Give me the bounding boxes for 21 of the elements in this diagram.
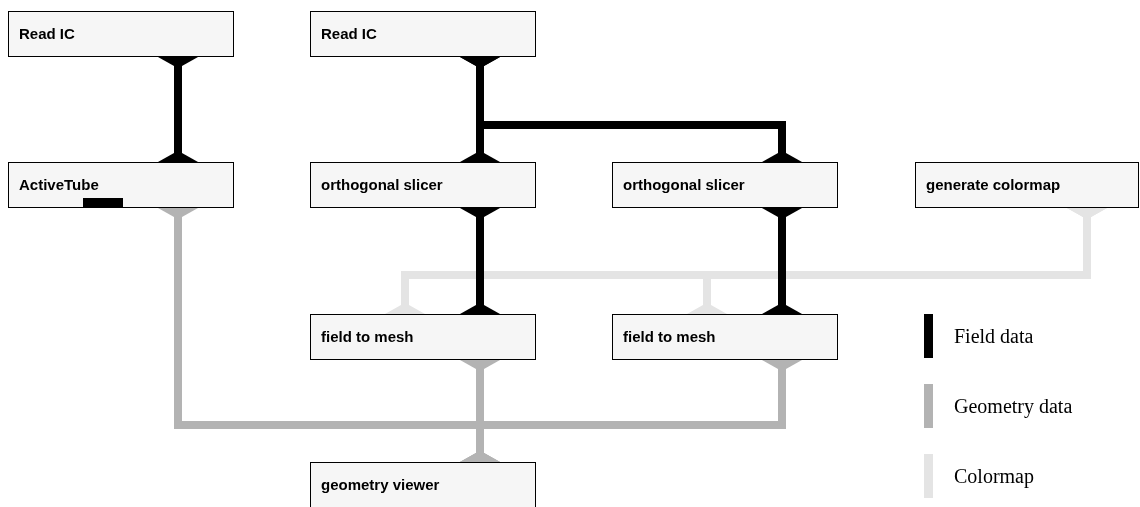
module-box [8,162,234,208]
module-label: Read IC [19,23,75,44]
legend-label: Geometry data [954,394,1073,420]
module-label: Read IC [321,23,377,44]
module-label: generate colormap [926,174,1061,195]
legend-label: Field data [954,324,1034,349]
module-box [310,162,536,208]
module-label: orthogonal slicer [623,174,745,195]
module-box [310,462,536,507]
module-label: ActiveTube [19,174,99,195]
module-box [310,314,536,360]
module-box [915,162,1139,208]
legend-label: Colormap [954,464,1034,490]
module-label: geometry viewer [321,474,440,495]
module-label: orthogonal slicer [321,174,443,195]
module-box [8,11,234,57]
module-box [612,162,838,208]
module-label: field to mesh [623,326,716,347]
module-box [310,11,536,57]
module-label: field to mesh [321,326,414,347]
module-box [612,314,838,360]
